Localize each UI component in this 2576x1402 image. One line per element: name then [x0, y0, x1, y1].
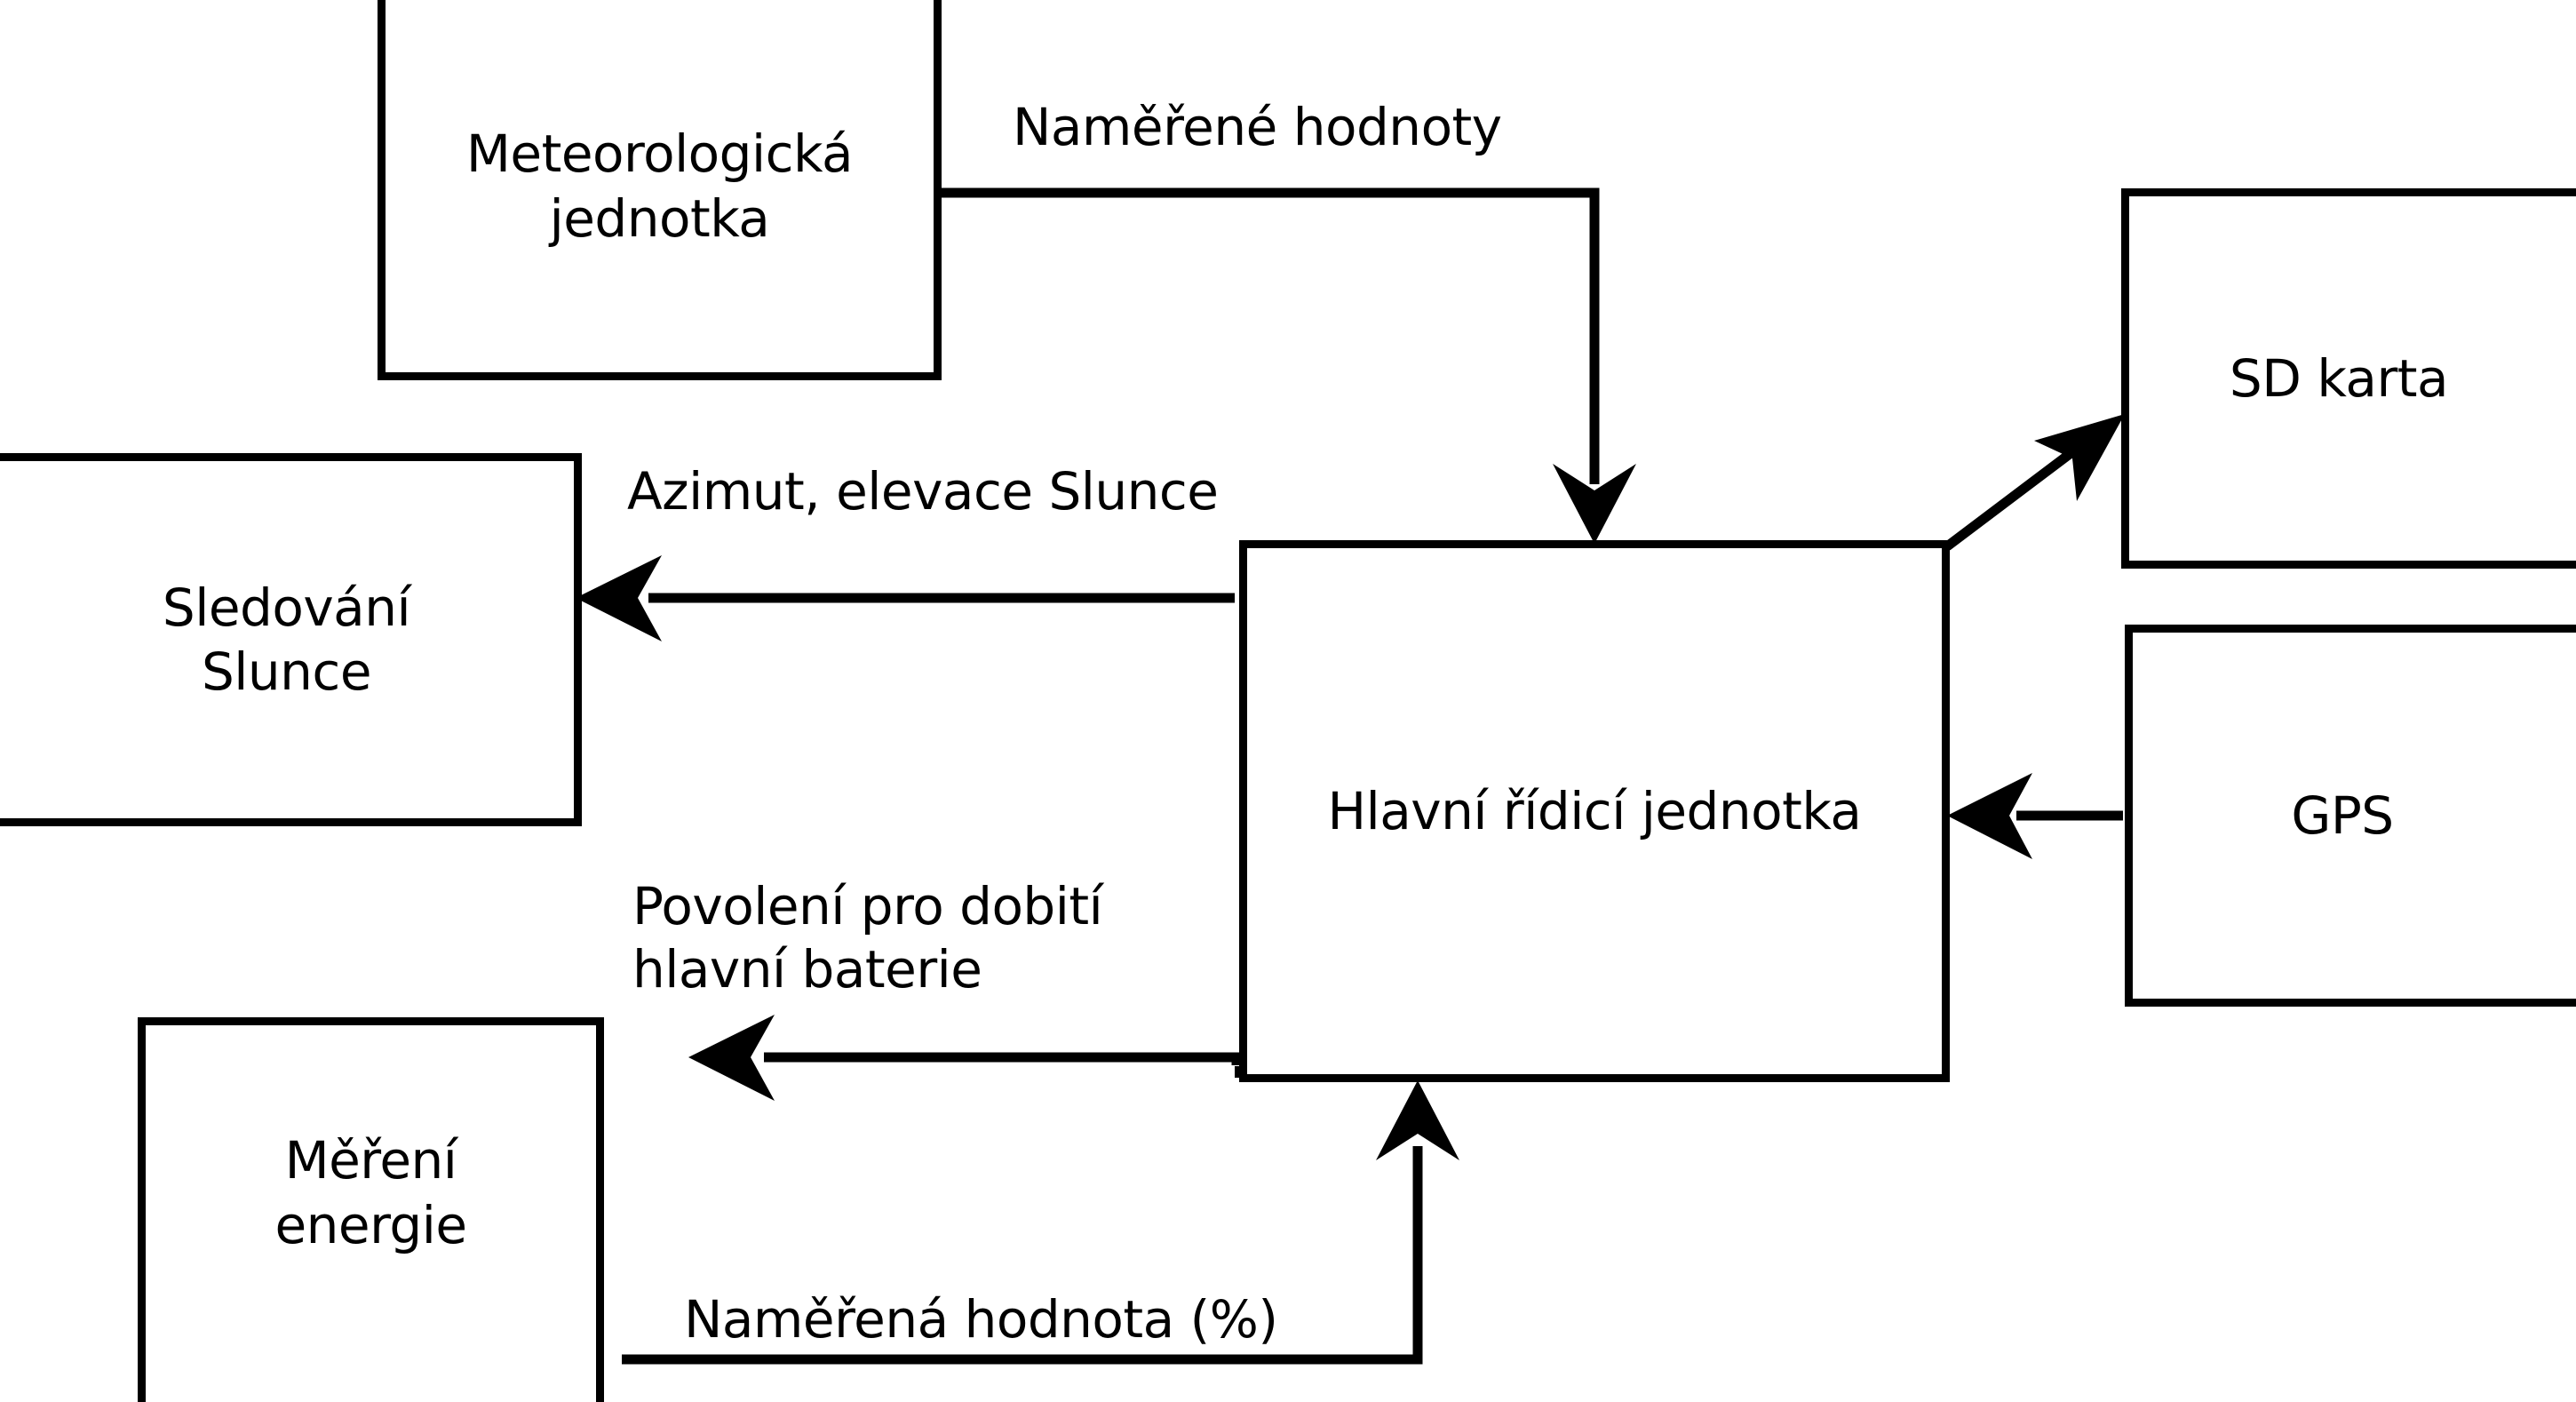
connector-main-to-sd — [1944, 414, 2125, 551]
node-label-meteo: Meteorologická jednotka — [465, 123, 854, 249]
connector-main-to-sun — [576, 555, 1235, 641]
edge-label-povoleni-pro-dobiti: Povolení pro dobití hlavní baterie — [632, 876, 1103, 1000]
node-sledovani-slunce[interactable]: Sledování Slunce — [0, 453, 582, 826]
node-mereni-energie[interactable]: Měření energie — [138, 1017, 604, 1402]
connector-main-to-energy — [688, 1015, 1242, 1101]
edge-label-namerena-hodnota: Naměřená hodnota (%) — [684, 1289, 1278, 1350]
connector-meteo-to-main — [938, 187, 1636, 544]
node-label-energy: Měření energie — [274, 1130, 467, 1255]
connector-gps-to-main — [1947, 773, 2123, 859]
edge-label-azimut-elevace-slunce: Azimut, elevace Slunce — [627, 461, 1219, 522]
edge-label-namerene-hodnoty: Naměřené hodnoty — [1013, 97, 1502, 157]
node-meteorologicka-jednotka[interactable]: Meteorologická jednotka — [378, 0, 942, 380]
node-label-main-control: Hlavní řídicí jednotka — [1327, 780, 1862, 841]
node-label-gps: GPS — [2291, 785, 2394, 846]
node-gps[interactable]: GPS — [2125, 625, 2576, 1007]
node-label-sd-card: SD karta — [2229, 347, 2449, 409]
connector-energy-to-main — [622, 1080, 1459, 1365]
node-label-sun-tracking: Sledování Slunce — [162, 577, 411, 703]
node-sd-karta[interactable]: SD karta — [2121, 188, 2576, 569]
node-hlavni-ridici-jednotka[interactable]: Hlavní řídicí jednotka — [1239, 540, 1950, 1082]
